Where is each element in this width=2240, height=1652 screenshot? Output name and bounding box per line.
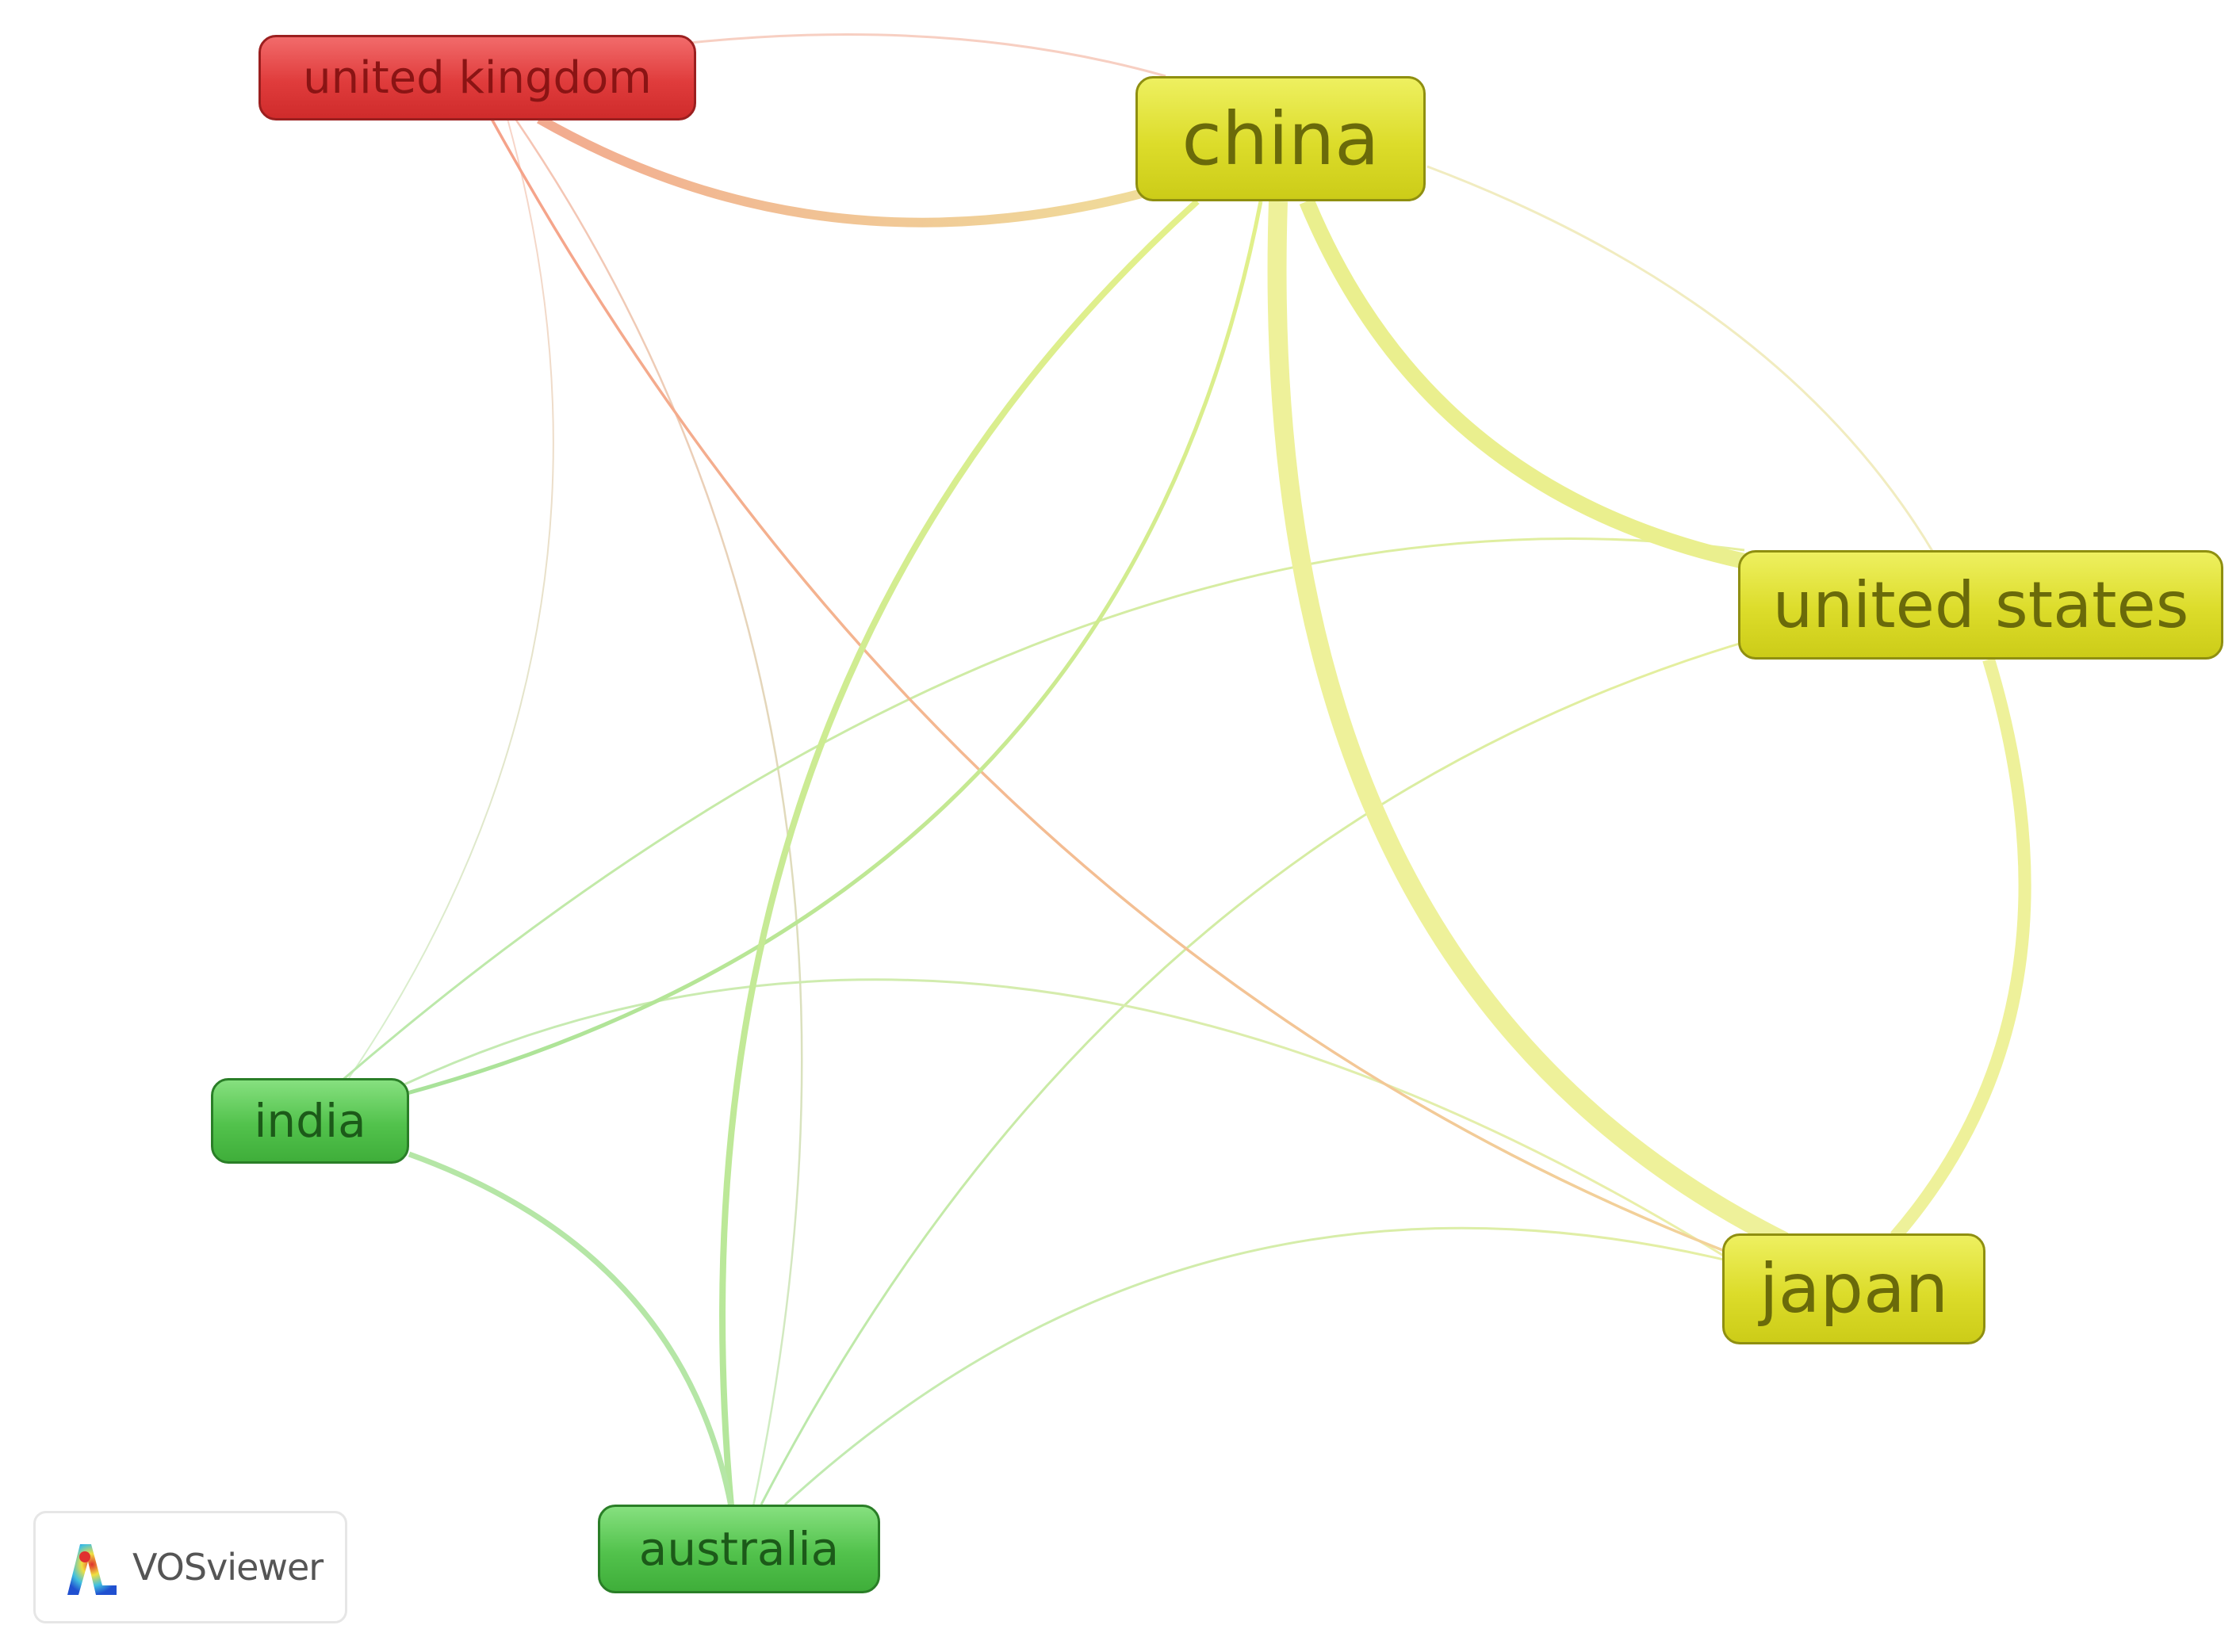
link-australia-japan — [783, 1226, 1728, 1506]
vosviewer-logo: VOSviewer — [33, 1511, 347, 1623]
node-china[interactable]: china — [1135, 76, 1426, 201]
link-us-india — [340, 537, 1745, 1083]
link-india-australia — [408, 1151, 734, 1507]
link-india-japan — [404, 978, 1729, 1260]
link-uk-india — [348, 118, 554, 1079]
vosviewer-logo-text: VOSviewer — [132, 1546, 324, 1589]
link-uk-japan — [490, 118, 1729, 1254]
link-china-us-faint — [1426, 165, 1936, 556]
link-china-india — [404, 201, 1263, 1096]
link-united-states-japan — [1890, 657, 2031, 1241]
node-australia[interactable]: australia — [598, 1505, 880, 1593]
link-china-japan — [1267, 201, 1789, 1250]
link-us-australia — [760, 641, 1745, 1505]
node-japan[interactable]: japan — [1722, 1233, 1985, 1344]
link-china-australia — [719, 199, 1200, 1507]
node-india[interactable]: india — [211, 1078, 409, 1164]
link-uk-australia — [514, 118, 803, 1507]
vosviewer-logo-icon — [67, 1544, 117, 1595]
link-china-united-states — [1299, 198, 1747, 569]
node-united-states[interactable]: united states — [1738, 550, 2223, 660]
node-united-kingdom[interactable]: united kingdom — [258, 35, 696, 120]
link-uk-china-arc — [689, 33, 1166, 78]
link-uk-china — [537, 114, 1143, 228]
